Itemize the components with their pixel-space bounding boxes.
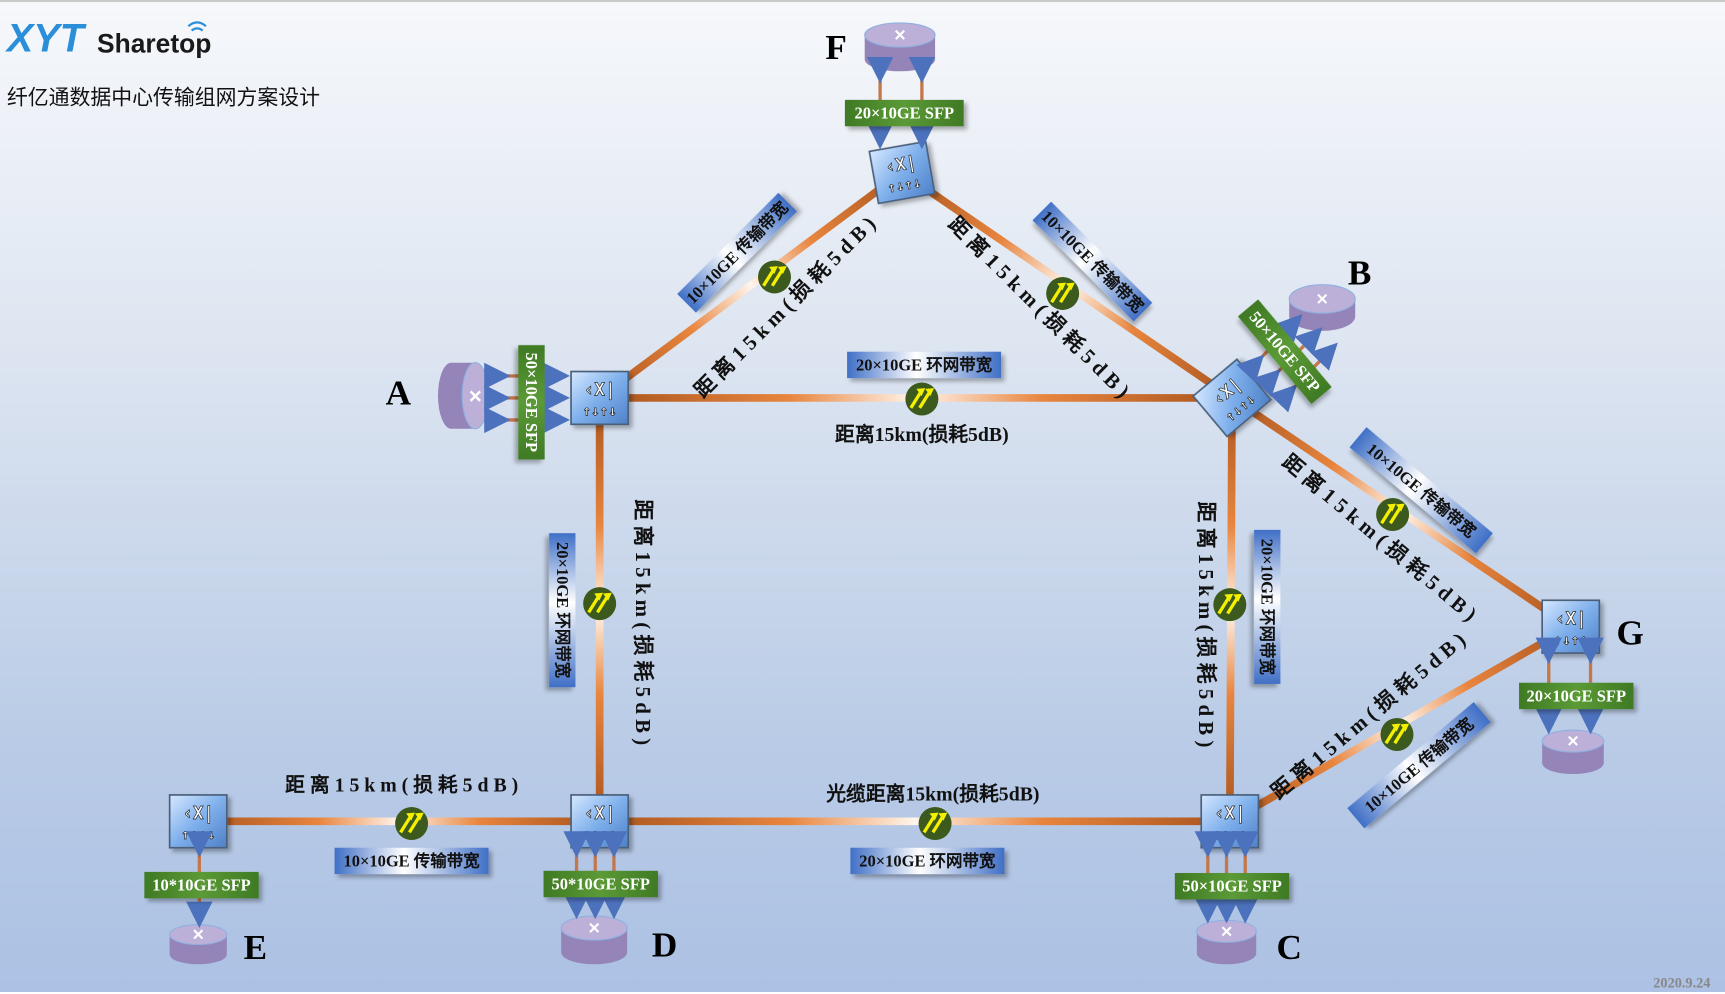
node-label-F: F	[825, 28, 847, 67]
bandwidth-label: 10×10GE 传输带宽	[1360, 713, 1478, 816]
updown-arrows-icon: ↑↓↑↓	[582, 827, 616, 843]
switch-glyph-icon: ‹X|	[182, 804, 214, 824]
node-label-E: E	[244, 928, 267, 967]
router-arrows-icon: ✕	[893, 27, 906, 44]
signal-direction-icon	[918, 807, 952, 841]
bandwidth-tag-E-D: 10×10GE 传输带宽	[334, 847, 489, 875]
bandwidth-tag-D-C: 20×10GE 环网带宽	[850, 847, 1005, 875]
switch-glyph-icon: ‹X|	[584, 381, 616, 401]
switch-E[interactable]: ‹X| ↑↓↑↓	[168, 794, 228, 849]
switch-C[interactable]: ‹X| ↑↓↑↓	[1200, 794, 1260, 849]
bandwidth-label: 20×10GE 环网带宽	[553, 542, 573, 679]
switch-glyph-icon: ‹X|	[584, 804, 616, 824]
router-arrows-icon: ✕	[1567, 734, 1580, 751]
bandwidth-label: 20×10GE 环网带宽	[859, 850, 996, 870]
switch-A[interactable]: ‹X| ↑↓↑↓	[570, 370, 630, 426]
switch-glyph-icon: ‹X|	[883, 153, 918, 178]
signal-direction-icon	[1376, 498, 1410, 531]
sfp-label: 20×10GE SFP	[854, 104, 954, 123]
switch-D[interactable]: ‹X| ↑↓↑↓	[570, 794, 630, 849]
distance-label-A-B: 距离15km(损耗5dB)	[835, 423, 1009, 446]
sfp-label: 50×10GE SFP	[522, 353, 541, 453]
signal-direction-icon	[583, 587, 617, 621]
bandwidth-label: 10×10GE 传输带宽	[343, 850, 480, 870]
distance-label-E-D: 距 离 1 5 k m ( 损 耗 5 d B )	[285, 774, 518, 797]
updown-arrows-icon: ↑↓↑↓	[582, 404, 616, 420]
sfp-tag-E: 10*10GE SFP	[144, 871, 259, 899]
sfp-tag-F: 20×10GE SFP	[844, 99, 964, 127]
sfp-tag-C: 50×10GE SFP	[1174, 873, 1290, 900]
updown-arrows-icon: ↑↓↑↓	[181, 827, 215, 843]
logo-text: Sharetop	[97, 29, 211, 59]
node-label-G: G	[1616, 613, 1643, 652]
distance-label-A-D: 距 离 1 5 k m ( 损 耗 5 d B )	[631, 499, 655, 745]
router-arrows-icon: ✕	[192, 927, 205, 944]
router-D[interactable]: ✕	[560, 915, 628, 965]
signal-direction-icon	[1046, 276, 1080, 310]
router-arrows-icon: ✕	[1220, 924, 1233, 941]
updown-arrows-icon: ↑↓↑↓	[1554, 632, 1588, 648]
signal-direction-icon	[1380, 717, 1414, 751]
signal-direction-icon	[1213, 588, 1247, 622]
distance-label-C-G: 距 离 1 5 k m ( 损 耗 5 d B )	[1266, 628, 1470, 804]
switch-glyph-icon: ‹X|	[1555, 609, 1587, 629]
router-G[interactable]: ✕	[1541, 729, 1605, 775]
updown-arrows-icon: ↑↓↑↓	[886, 175, 923, 197]
distance-label-B-C: 距 离 1 5 k m ( 损 耗 5 d B )	[1194, 502, 1218, 748]
bandwidth-tag-B-C: 20×10GE 环网带宽	[1254, 529, 1281, 684]
switch-G[interactable]: ‹X| ↑↓↑↓	[1541, 599, 1601, 654]
signal-direction-icon	[395, 807, 429, 841]
router-B[interactable]: ✕	[1288, 284, 1356, 331]
switch-glyph-icon: ‹X|	[1214, 804, 1246, 824]
router-arrows-icon: ✕	[468, 386, 483, 406]
node-label-C: C	[1277, 928, 1302, 967]
sfp-tag-D: 50*10GE SFP	[543, 870, 658, 898]
signal-direction-icon	[905, 382, 939, 416]
node-label-A: A	[386, 374, 412, 413]
page-title: 纤亿通数据中心传输组网方案设计	[7, 85, 320, 109]
node-label-D: D	[652, 926, 677, 965]
bandwidth-tag-A-D: 20×10GE 环网带宽	[549, 533, 576, 688]
sfp-label: 20×10GE SFP	[1526, 686, 1626, 705]
router-E[interactable]: ✕	[169, 924, 228, 965]
wifi-icon	[187, 21, 207, 32]
bandwidth-tag-A-B: 20×10GE 环网带宽	[847, 351, 1002, 379]
signal-direction-icon	[758, 260, 792, 294]
sfp-label: 10*10GE SFP	[152, 876, 250, 895]
node-label-B: B	[1348, 254, 1371, 293]
date-stamp: 2020.9.24	[1653, 975, 1710, 991]
sfp-tag-G: 20×10GE SFP	[1519, 682, 1634, 710]
sfp-label: 50*10GE SFP	[552, 875, 650, 894]
updown-arrows-icon: ↑↓↑↓	[1213, 827, 1247, 843]
bandwidth-label: 20×10GE 环网带宽	[1258, 539, 1278, 676]
router-F[interactable]: ✕	[864, 22, 936, 72]
distance-label-B-G: 距 离 1 5 k m ( 损 耗 5 d B )	[1278, 450, 1482, 626]
distance-label-D-C: 光缆距离15km(损耗5dB)	[825, 782, 1039, 805]
router-arrows-icon: ✕	[588, 921, 601, 938]
sfp-tag-A: 50×10GE SFP	[518, 345, 545, 460]
switch-F[interactable]: ‹X|↑↓↑↓	[868, 140, 936, 205]
switch-B[interactable]: ‹X|↑↓↑↓	[1191, 358, 1273, 438]
router-C[interactable]: ✕	[1196, 919, 1257, 965]
sfp-label: 50×10GE SFP	[1182, 877, 1282, 896]
logo: XYT Sharetop	[5, 16, 211, 60]
fiber-link-A-F	[597, 169, 905, 402]
router-A[interactable]: ✕	[437, 362, 490, 430]
router-arrows-icon: ✕	[1316, 291, 1329, 308]
bandwidth-label: 20×10GE 环网带宽	[856, 354, 993, 374]
logo-mark: XYT	[5, 16, 87, 60]
